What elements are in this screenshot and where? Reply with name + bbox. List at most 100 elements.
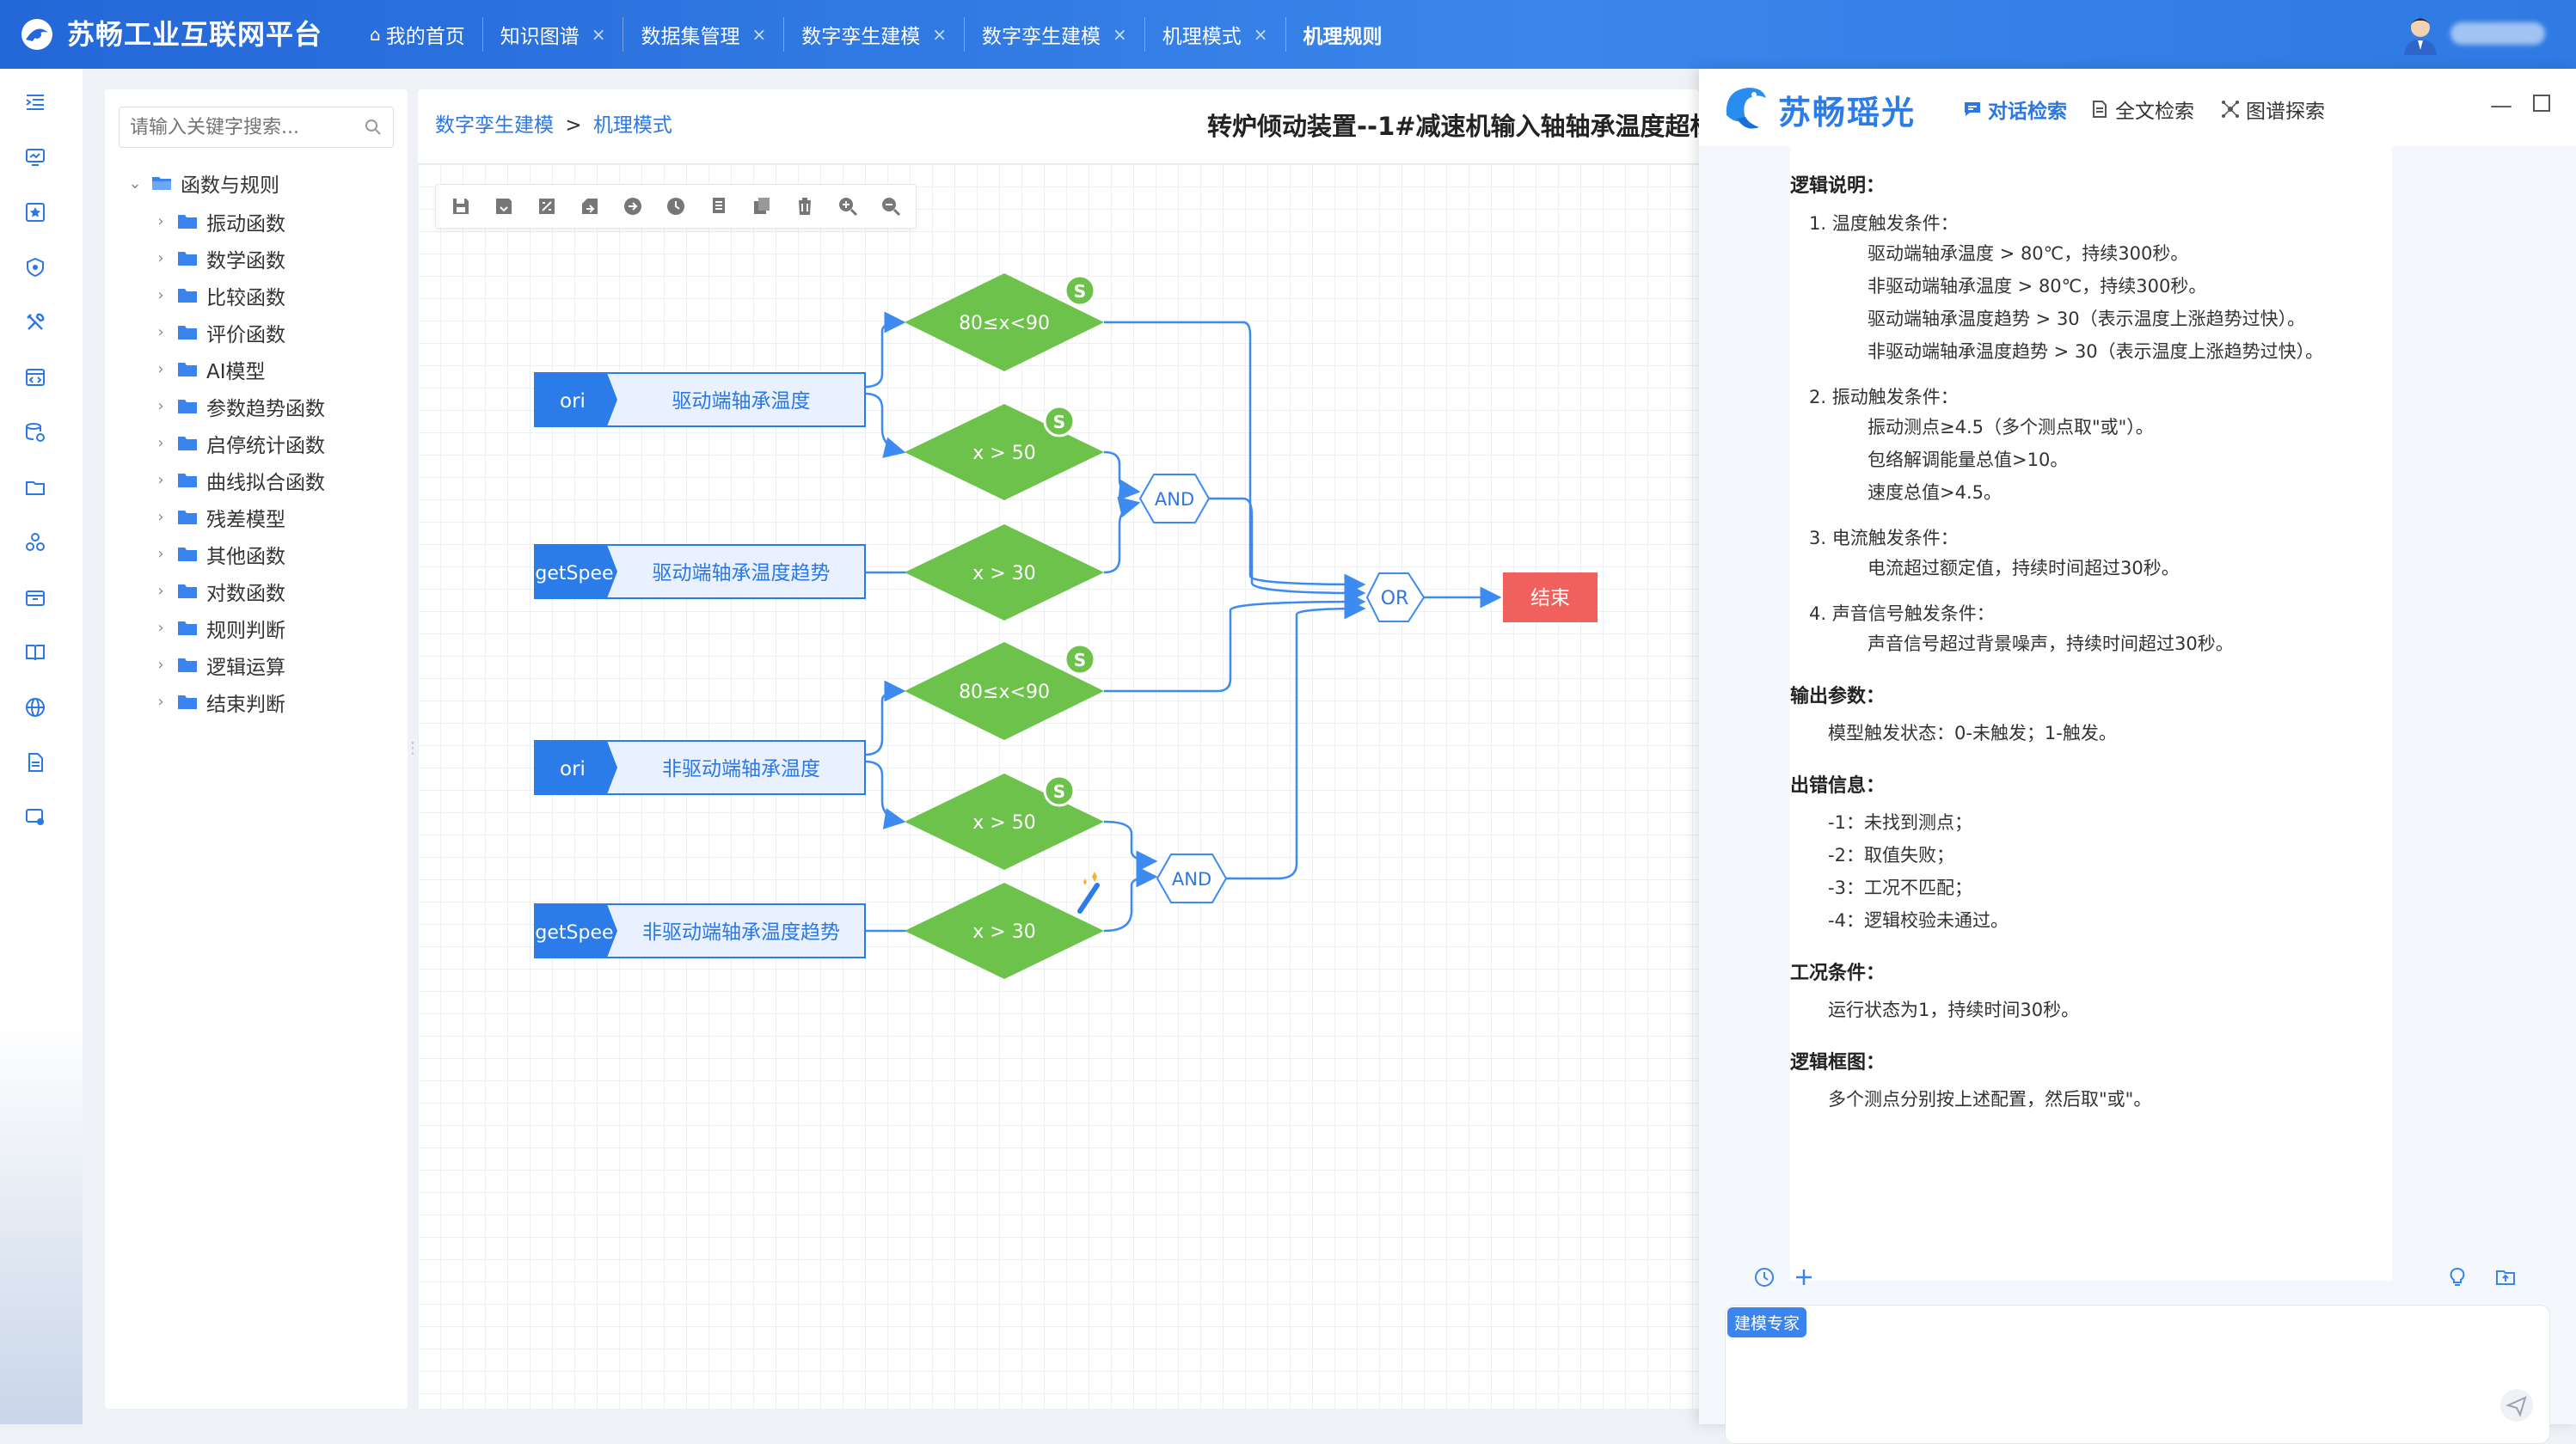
chevron-right-icon[interactable]: › [157, 249, 164, 267]
tree-item[interactable]: ›其他函数 [151, 535, 325, 572]
tree-item[interactable]: ›评价函数 [151, 314, 325, 351]
chevron-down-icon[interactable]: ⌄ [128, 174, 142, 193]
input-node[interactable]: getSpee 非驱动端轴承温度趋势 [534, 903, 866, 958]
tree-item[interactable]: ›数学函数 [151, 240, 325, 277]
user-name-blurred[interactable] [2450, 22, 2545, 45]
chevron-right-icon[interactable]: › [157, 619, 164, 637]
close-icon[interactable]: × [591, 24, 606, 45]
tree-item[interactable]: ›启停统计函数 [151, 425, 325, 462]
upload-folder-icon[interactable] [2490, 1262, 2521, 1293]
minimize-button[interactable]: — [2490, 93, 2512, 119]
tree-item[interactable]: ›逻辑运算 [151, 646, 325, 683]
close-icon[interactable]: × [1253, 24, 1268, 45]
chat-input[interactable]: 建模专家 [1725, 1305, 2550, 1444]
chevron-right-icon[interactable]: › [157, 360, 164, 378]
input-node[interactable]: getSpee 驱动端轴承温度趋势 [534, 544, 866, 599]
database-settings-icon[interactable] [22, 419, 48, 445]
chevron-right-icon[interactable]: › [157, 323, 164, 341]
breadcrumb-item[interactable]: 机理模式 [592, 114, 672, 137]
chevron-right-icon[interactable]: › [157, 508, 164, 526]
tab-dataset-management[interactable]: 数据集管理 × [623, 17, 785, 52]
zoom-in-icon[interactable] [826, 187, 869, 226]
export-icon[interactable] [525, 187, 568, 226]
screen-settings-icon[interactable] [22, 805, 48, 830]
chevron-right-icon[interactable]: › [157, 397, 164, 415]
tree-item[interactable]: ›参数趋势函数 [151, 388, 325, 425]
save-as-icon[interactable] [482, 187, 525, 226]
condition-node[interactable]: 80≤x<90 S [905, 273, 1104, 371]
user-avatar[interactable] [2399, 12, 2442, 55]
tab-mechanism-mode[interactable]: 机理模式 × [1145, 17, 1286, 52]
or-gate[interactable]: OR [1365, 572, 1426, 622]
maximize-button[interactable] [2533, 95, 2550, 112]
tree-item[interactable]: ›曲线拟合函数 [151, 462, 325, 499]
chevron-right-icon[interactable]: › [157, 582, 164, 600]
tree-item[interactable]: ›对数函数 [151, 572, 325, 609]
tab-digital-twin-2[interactable]: 数字孪生建模 × [965, 17, 1145, 52]
menu-toggle-icon[interactable] [22, 89, 48, 115]
tree-item[interactable]: ›结束判断 [151, 683, 325, 720]
tab-graph-explore[interactable]: 图谱探索 [2220, 95, 2325, 124]
history-icon[interactable] [1749, 1262, 1780, 1293]
send-icon[interactable] [2499, 1388, 2534, 1423]
star-box-icon[interactable] [22, 199, 48, 225]
archive-icon[interactable] [22, 584, 48, 610]
paste-icon[interactable] [740, 187, 783, 226]
close-icon[interactable]: × [751, 24, 767, 45]
history-icon[interactable] [654, 187, 697, 226]
monitor-icon[interactable] [22, 144, 48, 170]
copy-icon[interactable] [697, 187, 740, 226]
tab-home[interactable]: ⌂ 我的首页 [353, 17, 483, 52]
close-icon[interactable]: × [1113, 24, 1127, 45]
tab-chat-search[interactable]: 对话检索 [1962, 95, 2067, 124]
tree-root[interactable]: ⌄ 函数与规则 [126, 167, 279, 199]
chevron-right-icon[interactable]: › [157, 545, 164, 563]
expert-mode-tag[interactable]: 建模专家 [1727, 1307, 1807, 1337]
chevron-right-icon[interactable]: › [157, 656, 164, 674]
save-icon[interactable] [439, 187, 482, 226]
tab-digital-twin-1[interactable]: 数字孪生建模 × [784, 17, 965, 52]
close-icon[interactable]: × [932, 24, 947, 45]
tree-item[interactable]: ›规则判断 [151, 609, 325, 646]
doc-icon[interactable] [22, 750, 48, 775]
import-icon[interactable] [568, 187, 611, 226]
search-icon[interactable] [364, 118, 383, 137]
lightbulb-icon[interactable] [2442, 1262, 2473, 1293]
tree-item[interactable]: ›残差模型 [151, 499, 325, 535]
tools-icon[interactable] [22, 309, 48, 335]
breadcrumb-item[interactable]: 数字孪生建模 [435, 114, 554, 137]
condition-node[interactable]: x > 30 [905, 524, 1104, 621]
globe-icon[interactable] [22, 694, 48, 720]
chevron-right-icon[interactable]: › [157, 434, 164, 452]
input-node[interactable]: ori 驱动端轴承温度 [534, 372, 866, 427]
tab-fulltext-search[interactable]: 全文检索 [2089, 95, 2194, 124]
tab-knowledge-graph[interactable]: 知识图谱 × [483, 17, 624, 52]
book-icon[interactable] [22, 639, 48, 665]
condition-node[interactable]: x > 30 [905, 883, 1104, 979]
panel-splitter[interactable]: ⋮ [405, 738, 420, 757]
shield-icon[interactable] [22, 254, 48, 280]
redo-icon[interactable] [611, 187, 654, 226]
end-node[interactable]: 结束 [1503, 572, 1598, 622]
folder-icon[interactable] [22, 474, 48, 500]
code-window-icon[interactable] [22, 364, 48, 390]
condition-node[interactable]: x > 50 S [905, 404, 1104, 500]
chevron-right-icon[interactable]: › [157, 693, 164, 711]
cluster-icon[interactable] [22, 529, 48, 555]
and-gate[interactable]: AND [1138, 474, 1211, 523]
chevron-right-icon[interactable]: › [157, 212, 164, 230]
new-chat-icon[interactable] [1788, 1262, 1819, 1293]
chevron-right-icon[interactable]: › [157, 471, 164, 489]
tree-item[interactable]: ›比较函数 [151, 277, 325, 314]
condition-node[interactable]: x > 50 S [905, 774, 1104, 870]
condition-node[interactable]: 80≤x<90 S [905, 642, 1104, 740]
and-gate[interactable]: AND [1156, 854, 1228, 903]
tree-item[interactable]: ›振动函数 [151, 203, 325, 240]
chevron-right-icon[interactable]: › [157, 286, 164, 304]
input-node[interactable]: ori 非驱动端轴承温度 [534, 740, 866, 795]
delete-icon[interactable] [783, 187, 826, 226]
zoom-out-icon[interactable] [869, 187, 912, 226]
tree-search-input[interactable] [120, 107, 352, 147]
tab-mechanism-rules[interactable]: 机理规则 [1286, 17, 1400, 52]
tree-item[interactable]: ›AI模型 [151, 351, 325, 388]
